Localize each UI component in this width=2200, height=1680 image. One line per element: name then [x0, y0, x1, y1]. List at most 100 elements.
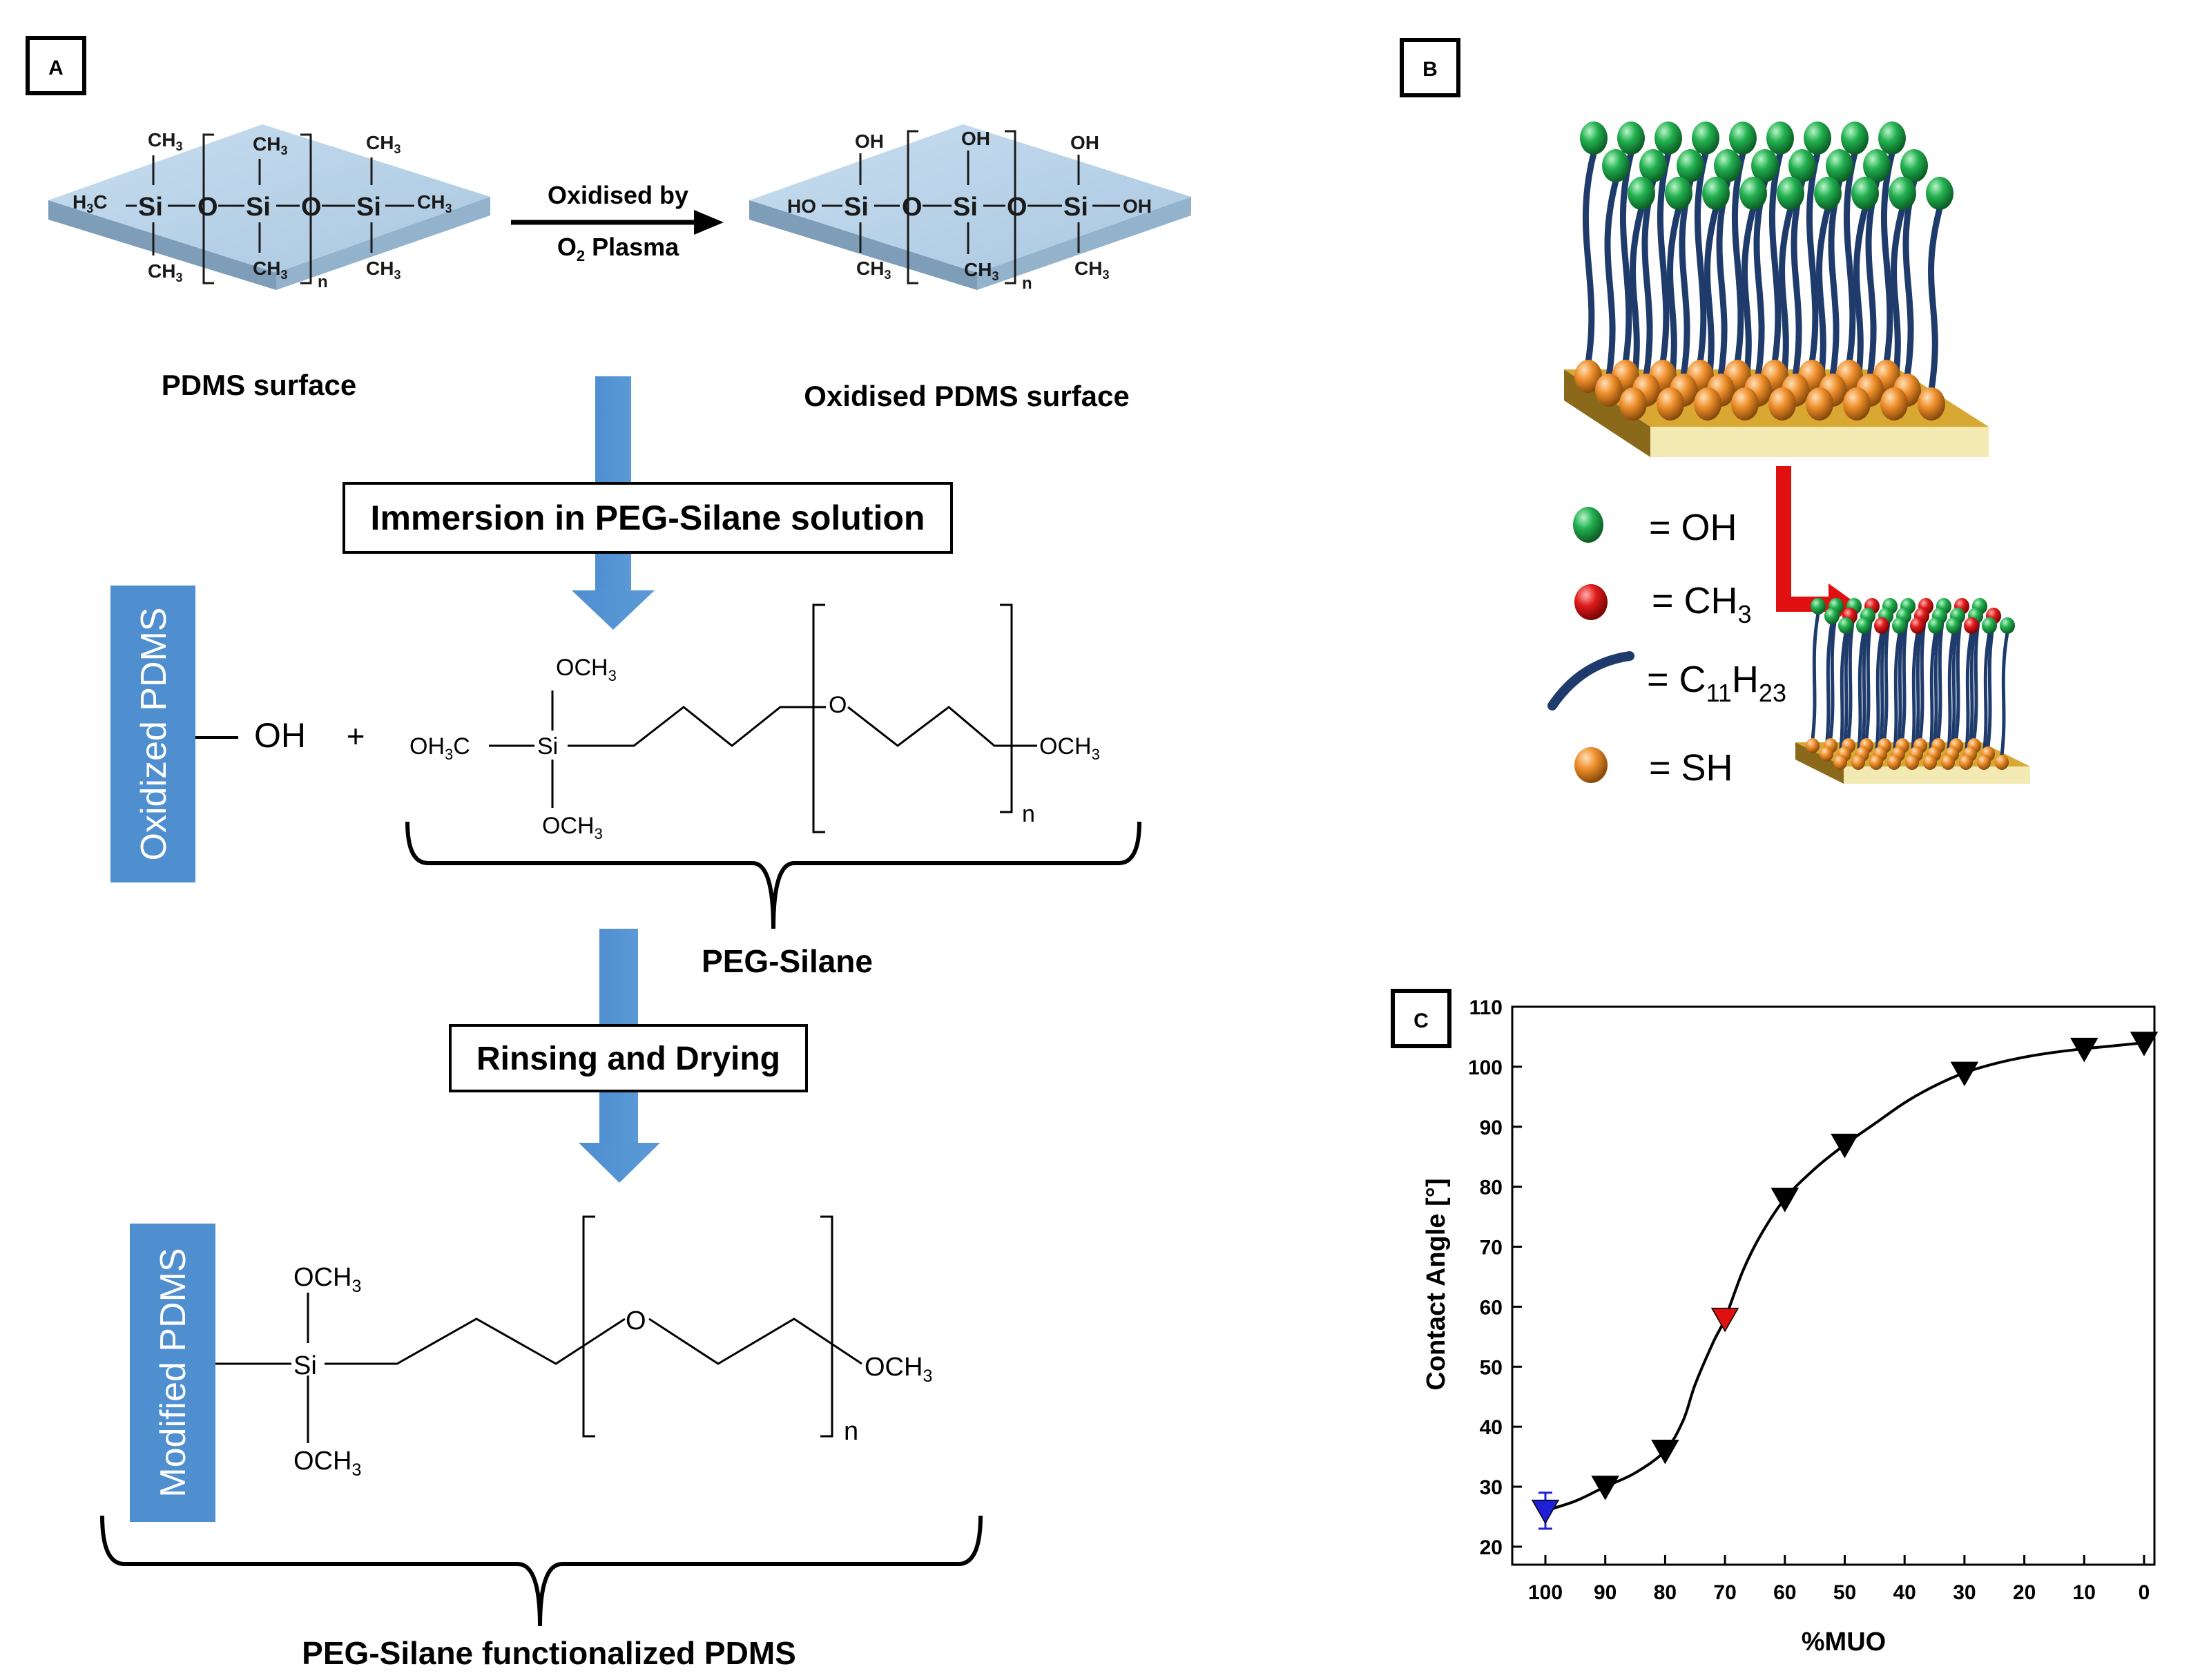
alkyl-chain	[1731, 150, 1746, 366]
oh-sphere	[1580, 122, 1608, 155]
x-tick-label: 90	[1594, 1581, 1617, 1604]
panel-a-label-box	[26, 36, 86, 95]
alkyl-chain	[1824, 621, 1834, 749]
oh-sphere	[1714, 149, 1741, 182]
svg-text:Si: Si	[246, 193, 271, 222]
sh-sphere	[1977, 755, 1991, 770]
svg-text:O: O	[197, 193, 218, 222]
oh-sphere	[1826, 149, 1853, 182]
data-point	[1651, 1439, 1679, 1465]
oh-sphere-icon	[1573, 507, 1603, 543]
panel-a: A H3C Si O Si O Si CH3 CH3 CH3 CH3 CH3 C…	[26, 36, 1191, 1671]
svg-text:CH3: CH3	[366, 132, 401, 156]
plot-frame	[1511, 1005, 2156, 1566]
svg-text:OH: OH	[961, 128, 990, 149]
oh-sphere	[1946, 617, 1961, 634]
legend: = OH = CH3 = C11H23 = SH	[1547, 507, 1786, 789]
ch3-sphere	[1874, 617, 1889, 634]
alkyl-chain	[1928, 205, 1943, 394]
svg-text:CH3: CH3	[253, 258, 287, 282]
oh-sphere	[1928, 617, 1943, 634]
pdms-surface-label: PDMS surface	[162, 369, 356, 401]
oh-sphere	[1654, 122, 1682, 155]
svg-text:O2 Plasma: O2 Plasma	[557, 233, 679, 264]
svg-text:n: n	[1022, 274, 1032, 293]
x-tick-label: 80	[1654, 1581, 1677, 1604]
alkyl-chain	[1838, 630, 1848, 757]
alkyl-chain	[1880, 150, 1895, 366]
svg-text:OCH3: OCH3	[865, 1353, 932, 1386]
step-rinsing-label: Rinsing and Drying	[476, 1041, 780, 1077]
panel-c-label: C	[1413, 1010, 1429, 1032]
sh-sphere	[1887, 755, 1901, 770]
svg-text:Si: Si	[844, 193, 869, 222]
alkyl-chain	[1964, 630, 1974, 757]
panel-c-label-box	[1391, 989, 1451, 1048]
alkyl-chain	[1657, 150, 1672, 366]
alkyl-chain	[2000, 630, 2009, 757]
oh-sphere	[1702, 177, 1730, 210]
data-point	[2130, 1032, 2159, 1056]
alkyl-chain	[1791, 177, 1806, 380]
legend-chain: = C11H23	[1647, 659, 1786, 707]
alkyl-chain	[1694, 150, 1709, 366]
svg-text:OCH3: OCH3	[293, 1447, 361, 1480]
oxidized-pdms-block: Oxidized PDMS OH +	[110, 586, 365, 882]
ch3-sphere	[1964, 617, 1979, 634]
oh-sphere	[1602, 149, 1630, 182]
oxidised-pdms-surface-label: Oxidised PDMS surface	[804, 380, 1130, 412]
sh-sphere	[1880, 387, 1908, 421]
sh-sphere	[1843, 387, 1871, 421]
sh-sphere	[1869, 755, 1883, 770]
svg-text:CH3: CH3	[148, 129, 182, 153]
oh-sphere	[1926, 177, 1953, 210]
oxidation-arrow: Oxidised by O2 Plasma	[511, 181, 724, 264]
svg-text:OCH3: OCH3	[293, 1263, 361, 1296]
alkyl-chain	[1914, 621, 1924, 749]
alkyl-chain	[1902, 177, 1918, 380]
alkyl-chain	[1716, 177, 1731, 380]
sh-sphere	[1833, 755, 1847, 770]
svg-text:CH3: CH3	[964, 259, 998, 283]
alkyl-chain	[1865, 177, 1880, 380]
sh-sphere	[1806, 738, 1820, 753]
alkyl-chain	[1878, 621, 1888, 749]
sh-sphere	[1657, 387, 1684, 421]
alkyl-chain	[1828, 611, 1838, 741]
x-axis-label: %MUO	[1802, 1628, 1886, 1657]
pdms-surface: H3C Si O Si O Si CH3 CH3 CH3 CH3 CH3 CH3…	[48, 124, 490, 401]
data-point	[1770, 1188, 1799, 1213]
panel-b-label-box	[1400, 38, 1460, 97]
modified-pdms-label: Modified PDMS	[153, 1248, 193, 1497]
sh-sphere	[1595, 374, 1623, 407]
alkyl-chain	[1950, 621, 1960, 749]
svg-text:OH3C: OH3C	[409, 733, 470, 763]
x-tick-label: 10	[2073, 1581, 2096, 1604]
svg-text:OH: OH	[1070, 132, 1099, 153]
oh-sphere	[1841, 122, 1869, 155]
oh-sphere	[1811, 598, 1826, 615]
alkyl-chain	[1891, 205, 1906, 394]
y-tick-label: 60	[1480, 1296, 1503, 1319]
sh-sphere	[1574, 360, 1602, 393]
sh-sphere	[1806, 387, 1833, 421]
svg-text:CH3: CH3	[366, 258, 401, 282]
oh-sphere	[1665, 177, 1692, 210]
svg-text:O: O	[1007, 193, 1027, 222]
alkyl-chain	[1667, 205, 1682, 394]
panel-b: B = OH =	[1400, 38, 2030, 789]
alkyl-chain	[1753, 177, 1768, 380]
oh-sphere	[1856, 617, 1871, 634]
data-point	[1950, 1061, 1979, 1087]
svg-text:H3C: H3C	[73, 191, 107, 215]
svg-text:Si: Si	[356, 193, 381, 222]
final-label: PEG-Silane functionalized PDMS	[302, 1635, 796, 1671]
alkyl-chain	[1853, 205, 1869, 394]
alkyl-chain	[1860, 621, 1870, 749]
alkyl-chain	[1892, 630, 1902, 757]
legend-ch3: = CH3	[1652, 580, 1752, 628]
y-tick-label: 80	[1480, 1177, 1503, 1199]
data-point	[1710, 1307, 1739, 1333]
